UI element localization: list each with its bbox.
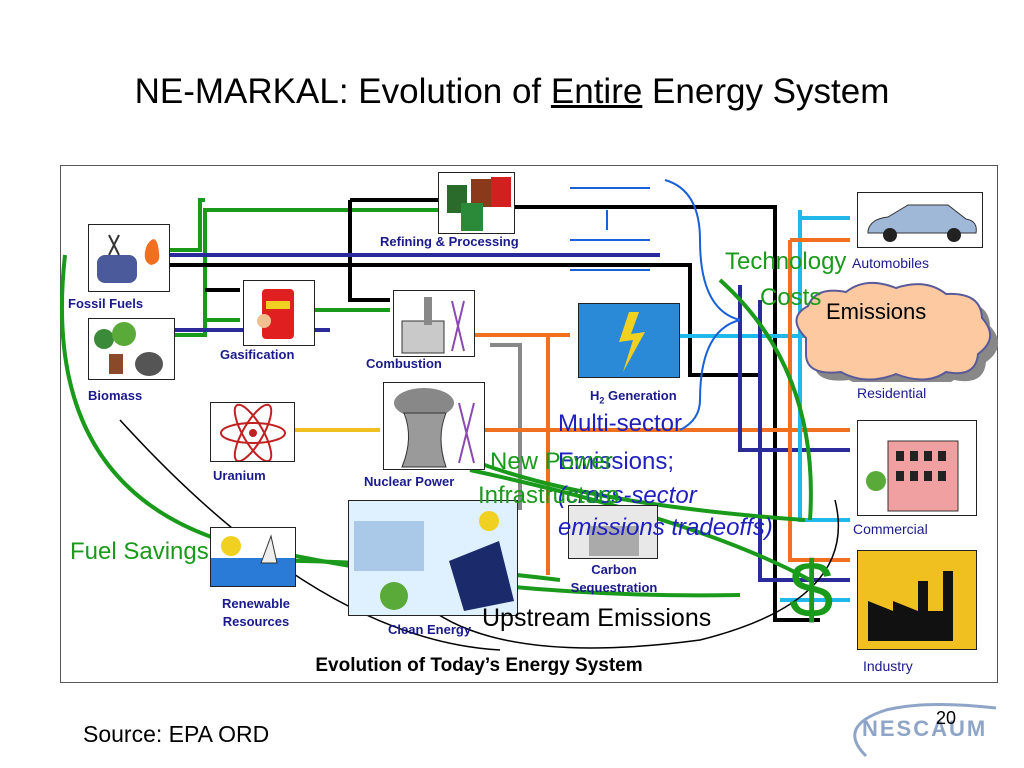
refining-label: Refining & Processing xyxy=(380,234,519,249)
multi-sector-line3: (cross-sector xyxy=(558,482,697,509)
industry-label: Industry xyxy=(863,658,913,674)
automobiles-label: Automobiles xyxy=(852,255,930,271)
residential-label: Residential xyxy=(857,385,927,401)
page-number: 20 xyxy=(936,708,957,728)
multi-sector-line2: Emissions; xyxy=(558,448,675,475)
emissions-cloud xyxy=(795,281,998,382)
h2-generation-label: H2 Generation xyxy=(590,388,677,406)
emissions-label: Emissions xyxy=(826,299,927,324)
new-power-line2: Infrastructure xyxy=(478,482,620,509)
diagram-caption: Evolution of Today’s Energy System xyxy=(315,655,643,676)
commercial-image xyxy=(857,420,977,516)
gasification-label: Gasification xyxy=(220,347,295,362)
renewable-resources-image xyxy=(210,527,296,587)
new-power-line1: New Power xyxy=(490,448,613,475)
diagram-frame xyxy=(60,165,998,683)
multi-sector-line4: emissions tradeoffs) xyxy=(558,514,773,541)
combustion-image xyxy=(393,290,475,357)
line-biomass-green xyxy=(170,208,438,337)
uranium-image xyxy=(210,402,295,462)
technology-annotation: Technology xyxy=(725,248,847,275)
multi-sector-line1: Multi-sector xyxy=(558,410,683,437)
biomass-label: Biomass xyxy=(88,388,143,403)
refining-image xyxy=(438,172,515,234)
biomass-image xyxy=(88,318,175,380)
carbon-sequestration-label: Carbon Sequestration xyxy=(570,562,658,595)
uranium-label: Uranium xyxy=(213,468,266,483)
industry-image xyxy=(857,550,977,650)
combustion-label: Combustion xyxy=(366,356,442,371)
line-fossil-green xyxy=(170,198,205,252)
upstream-emissions-annotation: Upstream Emissions xyxy=(482,604,712,632)
source-note: Source: EPA ORD xyxy=(83,721,270,747)
clean-energy-label: Clean Energy xyxy=(388,622,472,637)
nuclear-power-image xyxy=(383,382,485,470)
clean-energy-image xyxy=(348,500,518,616)
renewable-resources-label: Renewable Resources xyxy=(222,596,290,629)
fossil-fuels-label: Fossil Fuels xyxy=(68,296,144,311)
dollar-sign: $ xyxy=(789,545,834,634)
fossil-fuels-image xyxy=(88,224,170,292)
carbon-sequestration-image xyxy=(568,505,658,559)
nescaum-swoosh xyxy=(853,702,997,758)
costs-annotation: Costs xyxy=(760,284,822,311)
h2-generation-image xyxy=(578,303,680,378)
automobiles-image xyxy=(857,192,983,248)
gasification-image xyxy=(243,280,315,346)
nescaum-logo: NESCAUM xyxy=(862,716,988,741)
commercial-label: Commercial xyxy=(853,521,928,537)
title-emphasis: Entire xyxy=(550,72,643,111)
page-title: NE-MARKAL: Evolution of Entire Energy Sy… xyxy=(134,72,890,111)
line-refining-black xyxy=(515,205,820,622)
fuel-savings-annotation: Fuel Savings xyxy=(70,538,209,565)
nuclear-power-label: Nuclear Power xyxy=(364,474,455,489)
